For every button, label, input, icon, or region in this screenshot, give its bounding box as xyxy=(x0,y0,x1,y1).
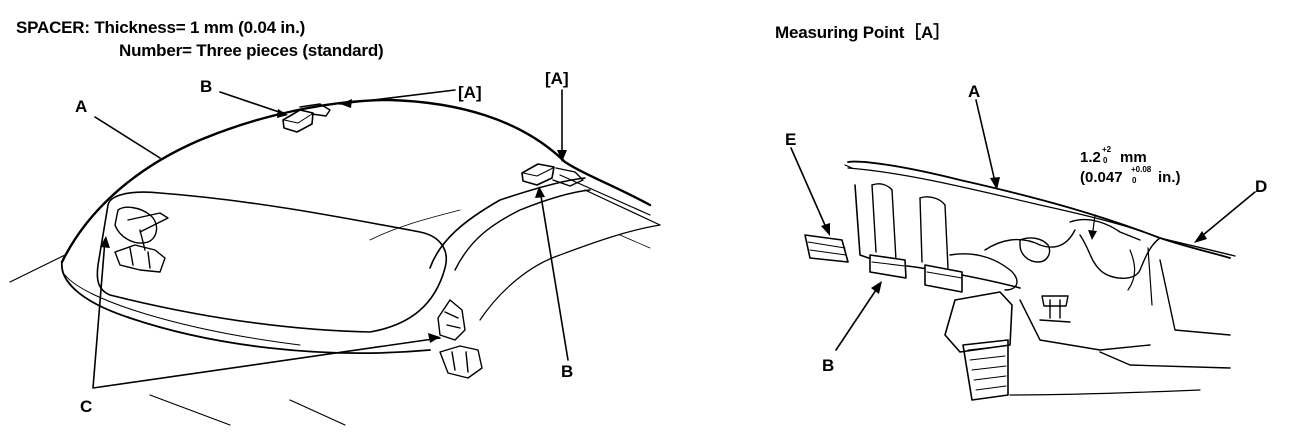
callout-b-right: B xyxy=(822,356,834,375)
dimension-metric-value: 1.2 xyxy=(1080,149,1101,166)
latch-left xyxy=(114,206,169,273)
roof-panel xyxy=(847,160,1231,259)
callout-a-bracket-1: [A] xyxy=(458,83,482,102)
dimension-imperial-tol-upper: +0.08 xyxy=(1131,165,1152,174)
cross-section-illustration xyxy=(790,99,1256,401)
callout-c: C xyxy=(80,397,92,416)
callout-a-bracket-2: [A] xyxy=(545,69,569,88)
spacer-top xyxy=(282,109,314,133)
leader-right-e xyxy=(790,147,829,233)
callout-b-bottom: B xyxy=(561,362,573,381)
leader-a-bracket-1 xyxy=(339,89,456,105)
leader-right-d xyxy=(1196,191,1256,241)
spacer-number-heading: Number= Three pieces (standard) xyxy=(119,41,384,60)
dimension-imperial-tol-lower: 0 xyxy=(1132,176,1137,185)
callout-d: D xyxy=(1255,177,1267,196)
leader-b-bottom xyxy=(539,189,569,361)
hardtop-illustration xyxy=(9,89,661,426)
latch-right xyxy=(437,299,483,379)
callout-b-top: B xyxy=(200,77,212,96)
callout-e: E xyxy=(785,130,796,149)
dimension-metric-tol-lower: 0 xyxy=(1103,156,1108,165)
dimension-callout: 1.2 +2 0 mm (0.047 +0.08 0 in.) xyxy=(1080,145,1181,186)
dimension-metric-tol-upper: +2 xyxy=(1102,145,1112,154)
leader-c xyxy=(92,239,441,389)
measuring-point-heading: Measuring Point［A］ xyxy=(775,23,950,42)
dimension-imperial-unit: in.) xyxy=(1158,169,1181,186)
spacer-thickness-heading: SPACER: Thickness= 1 mm (0.04 in.) xyxy=(16,18,306,37)
spacer-b xyxy=(869,254,907,279)
leader-right-b xyxy=(835,283,881,351)
leader-right-a xyxy=(975,99,997,187)
spacer-right xyxy=(521,163,555,186)
callout-a-right: A xyxy=(968,82,980,101)
rear-window xyxy=(96,191,447,333)
callout-a-left: A xyxy=(75,97,87,116)
dimension-imperial-value: (0.047 xyxy=(1080,169,1123,186)
leader-a xyxy=(94,116,161,159)
dimension-metric-unit: mm xyxy=(1120,149,1147,166)
seal-e xyxy=(804,234,849,263)
leader-b-top xyxy=(219,91,286,115)
